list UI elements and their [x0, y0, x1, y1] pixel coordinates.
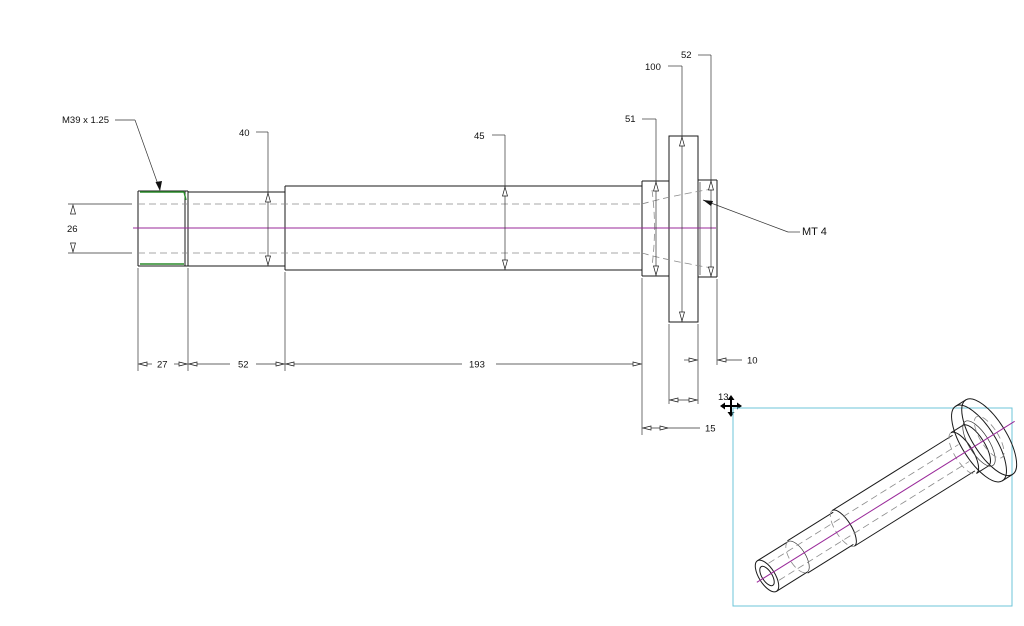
callout-taper: MT 4: [702, 199, 827, 238]
dim-diameter-45: 45: [474, 131, 508, 271]
dim-52-rear-label: 52: [681, 50, 692, 61]
len-10-label: 10: [747, 356, 758, 367]
len-15-label: 15: [705, 424, 716, 435]
dim-length-27: 27: [138, 360, 188, 371]
preview-shaft: [754, 398, 1018, 593]
dim-diameter-51: 51: [625, 114, 659, 277]
dim-length-193: 193: [285, 360, 642, 371]
shaft-outline: [137, 135, 718, 323]
dim-diameter-52-rear: 52: [681, 50, 714, 278]
callout-thread: M39 x 1.25: [62, 115, 162, 191]
dim-length-13: 13: [669, 392, 729, 403]
preview-frame: [732, 407, 1013, 607]
thread-marks: [140, 191, 187, 265]
dim-diameter-100: 100: [645, 62, 685, 323]
dim-diameter-26: 26: [67, 203, 132, 254]
dim-51-label: 51: [625, 114, 636, 125]
dim-diameter-40: 40: [239, 128, 271, 267]
len-27-label: 27: [157, 360, 168, 371]
length-extension-lines: [137, 268, 718, 435]
len-193-label: 193: [469, 360, 485, 371]
isometric-preview[interactable]: [732, 384, 1024, 620]
len-13-label: 13: [718, 392, 729, 403]
len-52-label: 52: [238, 360, 249, 371]
dim-40-label: 40: [239, 128, 250, 139]
taper-callout-label: MT 4: [802, 226, 827, 238]
dim-length-10: 10: [684, 356, 758, 367]
dim-45-label: 45: [474, 131, 485, 142]
dim-100-label: 100: [645, 62, 661, 73]
dim-length-15: 15: [642, 424, 716, 435]
thread-callout-label: M39 x 1.25: [62, 115, 109, 126]
dim-length-52: 52: [188, 360, 285, 371]
dim-26-label: 26: [67, 224, 78, 235]
